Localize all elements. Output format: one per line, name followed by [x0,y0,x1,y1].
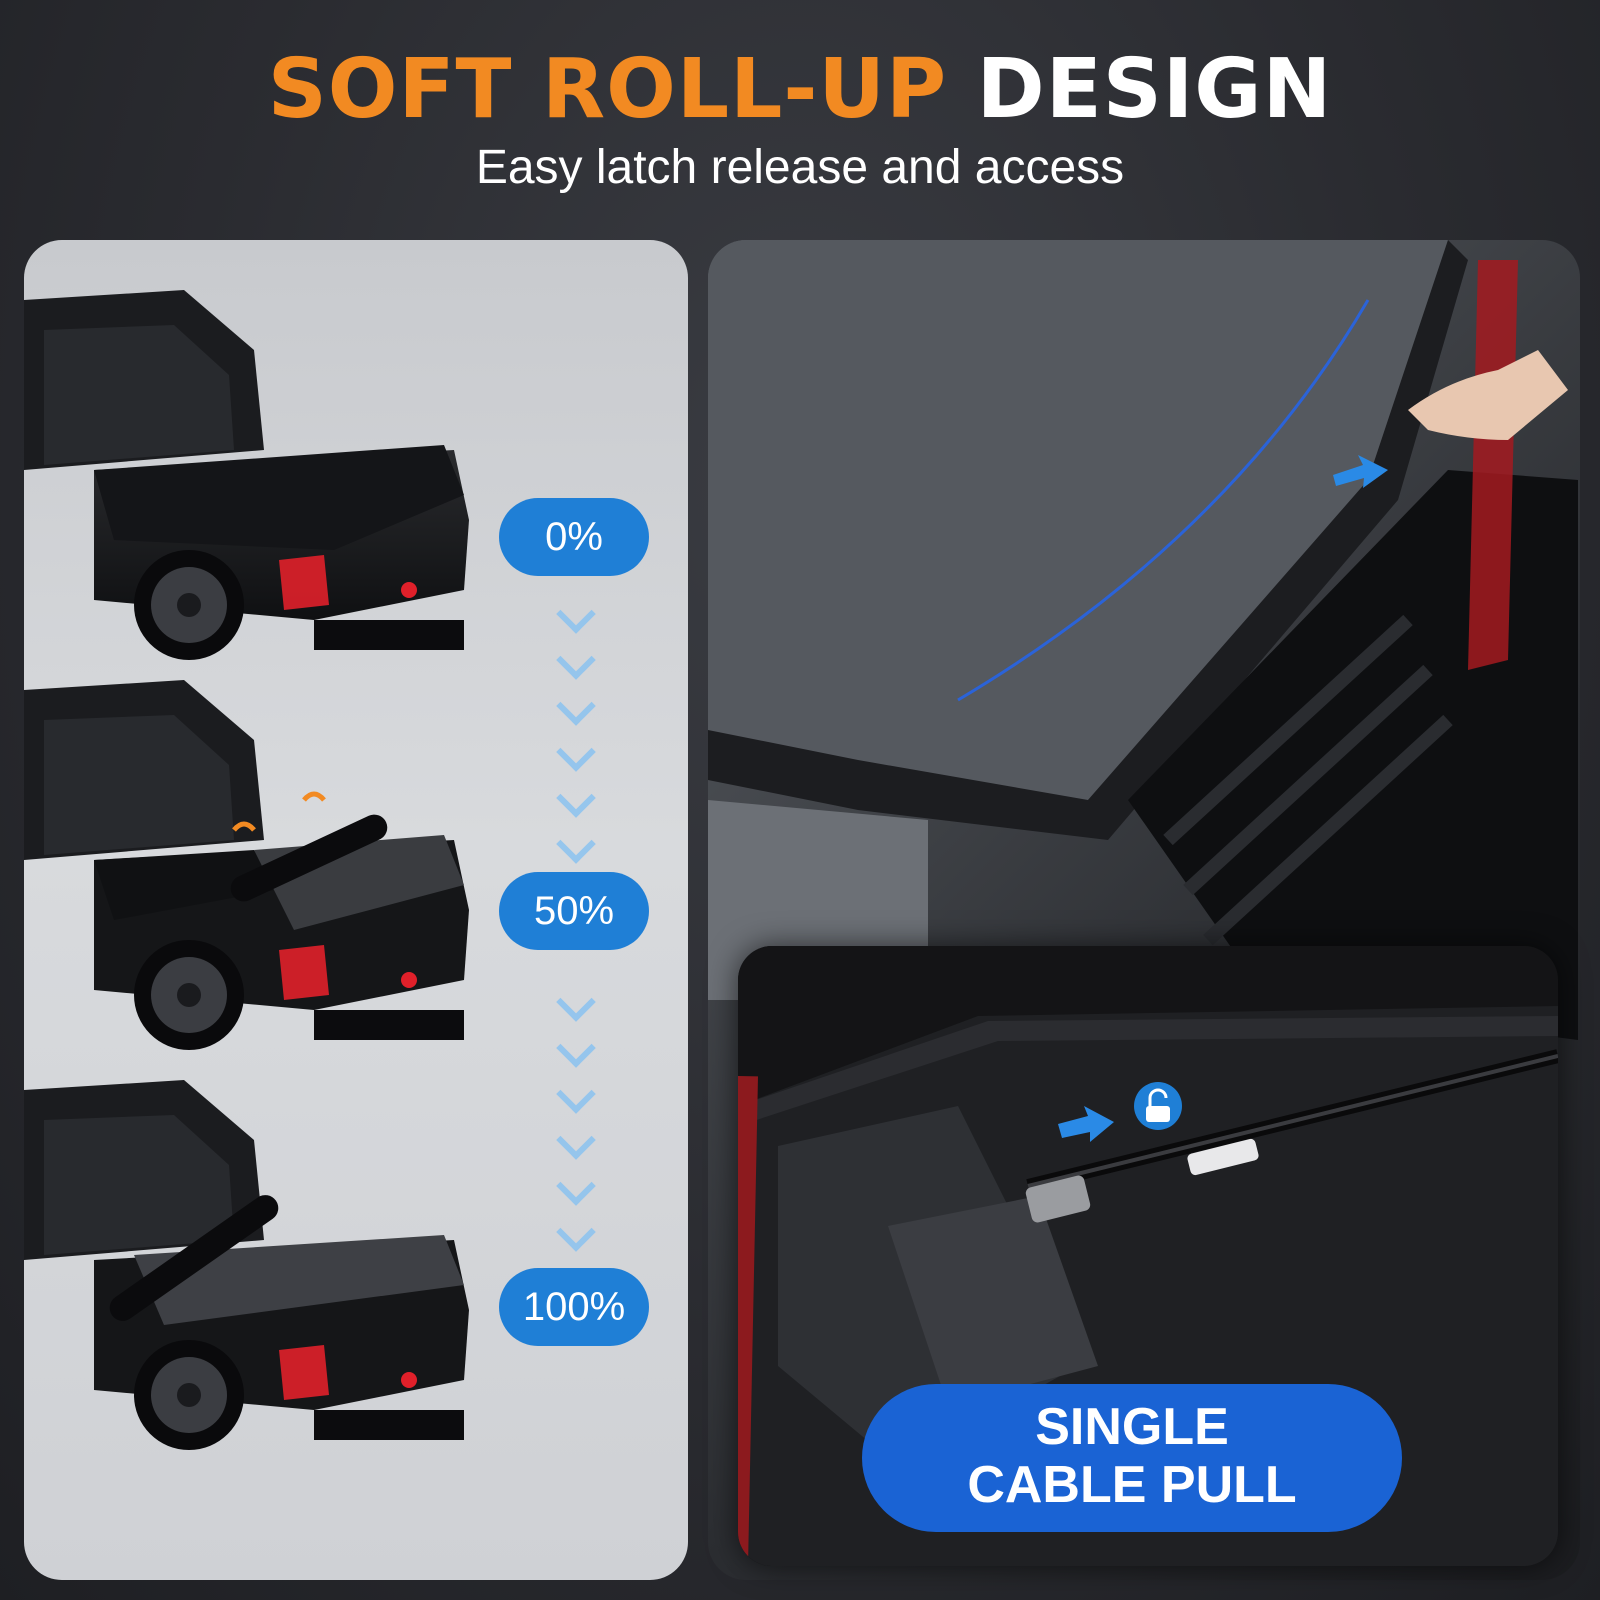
progress-badge-0: 0% [499,498,649,576]
progress-badge-50: 50% [499,872,649,950]
headline: SOFT ROLL-UP DESIGN [0,42,1600,137]
roll-up-stages-panel: 0% 50% 100% [24,240,688,1580]
chevron-down-icon [554,594,598,876]
arrow-right-icon [1058,1106,1114,1142]
feature-line-1: SINGLE [1035,1398,1229,1456]
feature-line-2: CABLE PULL [967,1456,1297,1514]
truck-image-open [24,1080,469,1450]
arrow-right-icon [1333,455,1388,488]
truck-image-half-open [24,680,469,1050]
subheadline: Easy latch release and access [475,141,1125,194]
headline-accent: SOFT ROLL-UP [267,42,948,137]
truck-image-closed [24,290,469,660]
feature-pill: SINGLE CABLE PULL [862,1384,1402,1532]
chevron-down-icon [554,982,598,1264]
headline-plain: DESIGN [976,42,1333,137]
progress-badge-100: 100% [499,1268,649,1346]
tonneau-cover-image [708,240,1578,1040]
